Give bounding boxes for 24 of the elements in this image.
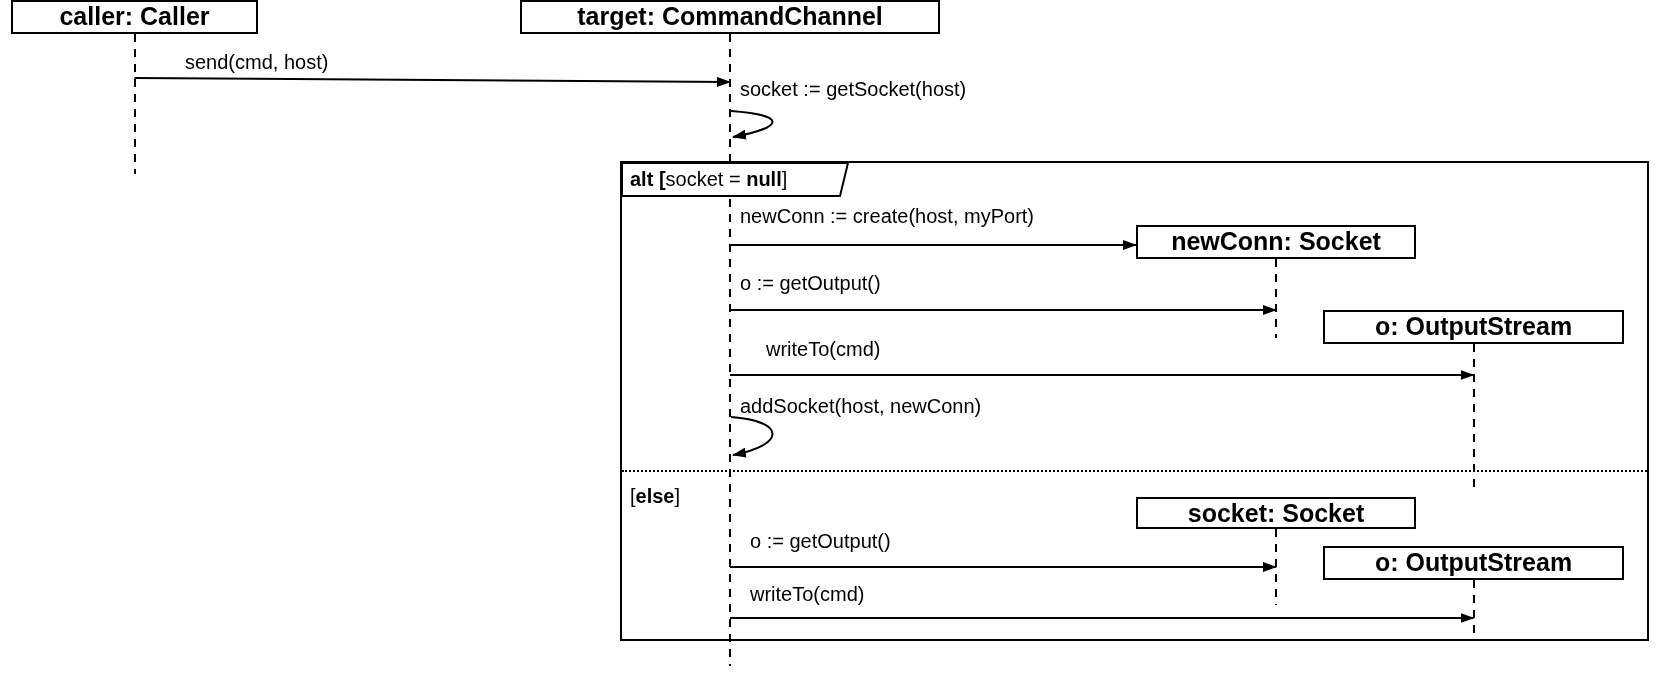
message-label: addSocket(host, newConn): [740, 395, 982, 417]
guard-condition: [else]: [630, 485, 681, 507]
lifeline-head: socket: Socket: [1136, 497, 1416, 529]
message-label: newConn := create(host, myPort): [740, 205, 1034, 227]
message-arrow: [729, 305, 1277, 315]
message-label: o := getOutput(): [750, 530, 891, 552]
message-arrow: [729, 240, 1137, 250]
message-arrow: [729, 613, 1475, 623]
self-message-arrow: [730, 416, 774, 457]
lifeline-head: newConn: Socket: [1136, 225, 1416, 259]
message-label: writeTo(cmd): [750, 583, 865, 605]
lifeline-head: caller: Caller: [11, 0, 258, 34]
message-label: socket := getSocket(host): [740, 78, 967, 100]
message-arrow: [729, 562, 1277, 572]
message-arrow: [729, 370, 1475, 380]
message-arrow: [133, 76, 731, 87]
guard-condition: alt [socket = null]: [630, 168, 788, 190]
message-label: send(cmd, host): [185, 51, 329, 73]
message-label: o := getOutput(): [740, 272, 881, 294]
lifeline-head: o: OutputStream: [1323, 310, 1624, 344]
message-label: writeTo(cmd): [766, 338, 881, 360]
self-message-arrow: [730, 110, 774, 140]
lifeline-head: o: OutputStream: [1323, 546, 1624, 580]
lifeline-head: target: CommandChannel: [520, 0, 940, 34]
